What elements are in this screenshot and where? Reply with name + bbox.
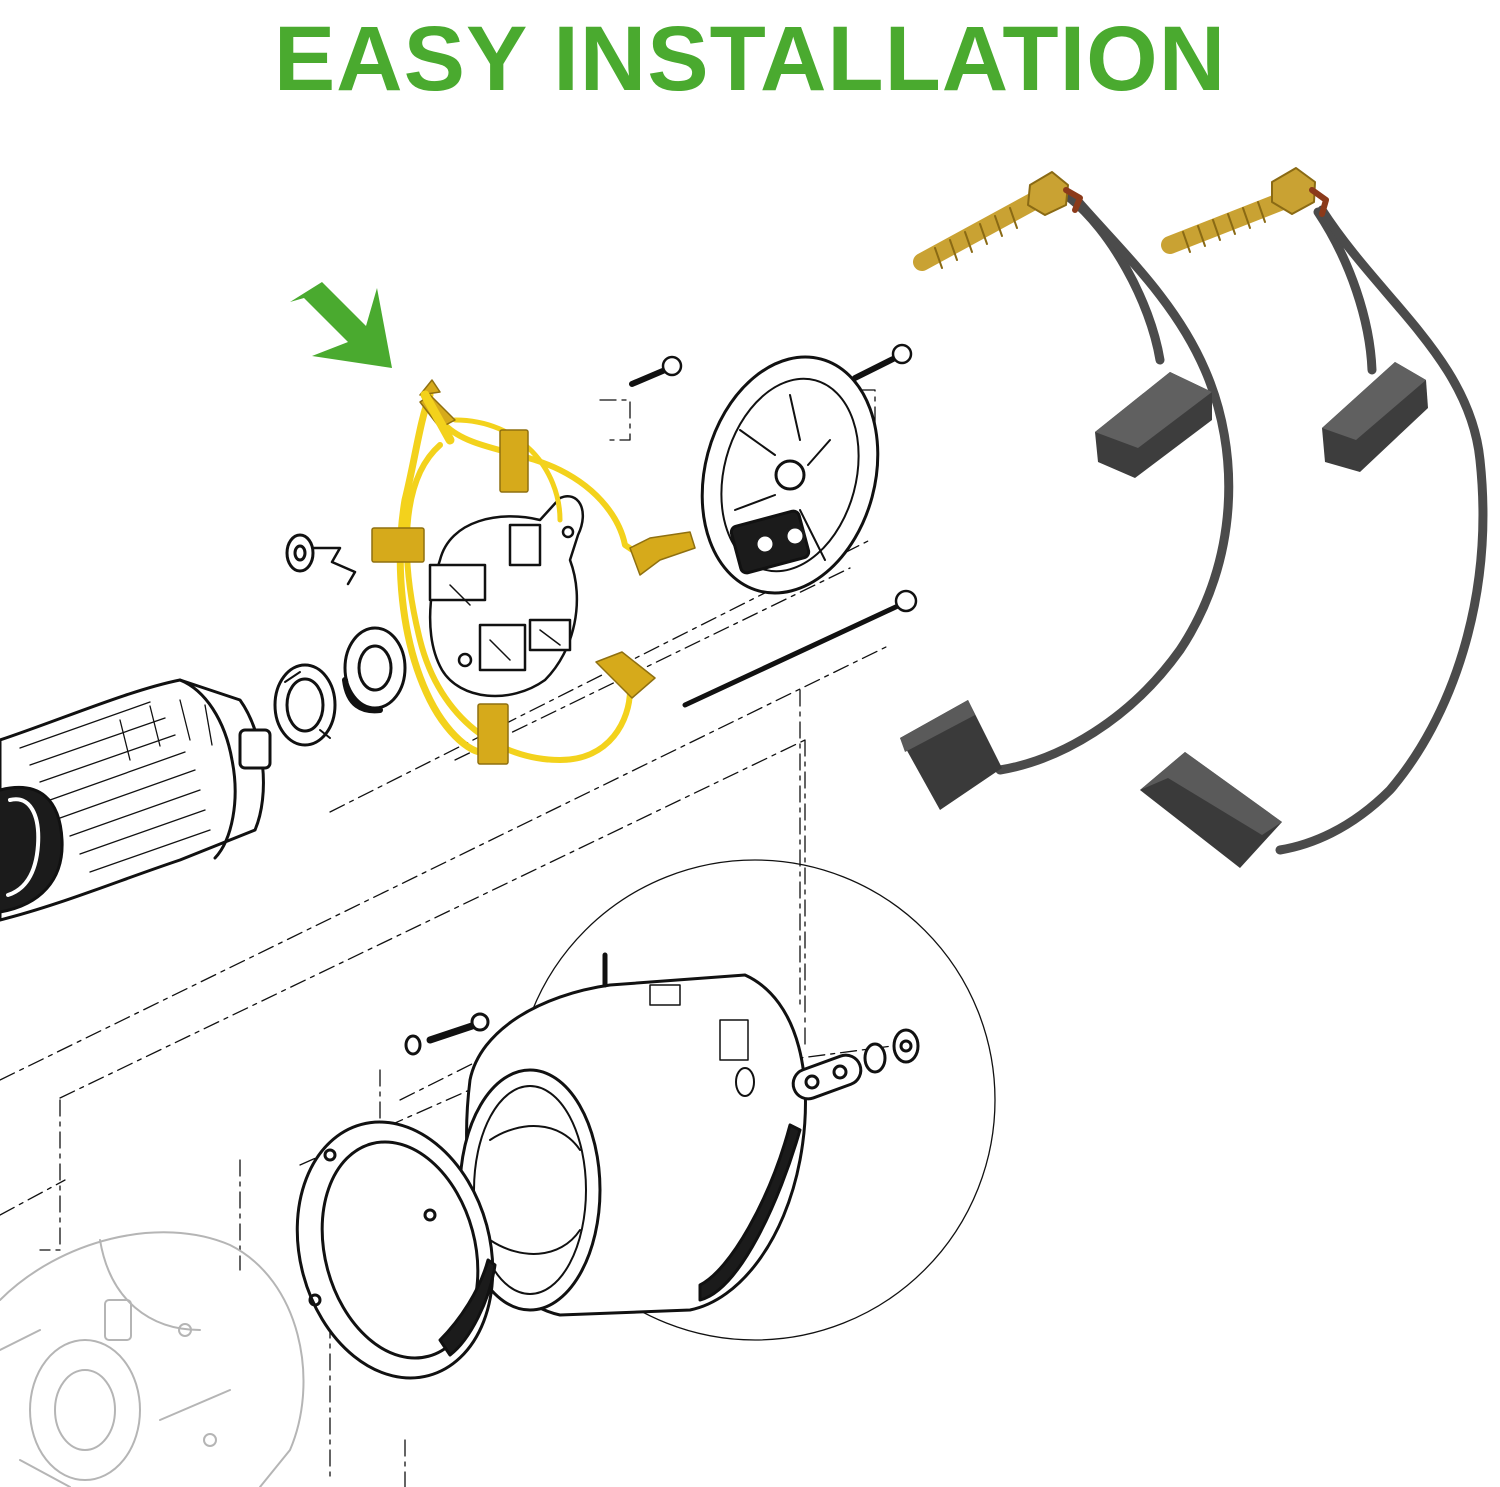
headline: EASY INSTALLATION	[273, 8, 1227, 110]
bearing-and-washers	[273, 533, 407, 747]
gearbox-housing	[0, 1231, 305, 1487]
brush-plate	[428, 495, 584, 698]
field-housing	[458, 952, 807, 1317]
carbon-brush-set-right	[1140, 167, 1488, 868]
carbon-brush-set-left	[900, 171, 1234, 810]
small-screws	[629, 343, 918, 708]
armature	[0, 678, 272, 922]
arrow-down-right-icon	[290, 282, 392, 368]
carbon-brush-pair-photo	[900, 167, 1488, 868]
highlighted-brush-set	[371, 379, 696, 765]
end-cap	[700, 355, 880, 595]
frame-ring	[295, 1120, 497, 1380]
terminal-hardware	[404, 1012, 920, 1101]
